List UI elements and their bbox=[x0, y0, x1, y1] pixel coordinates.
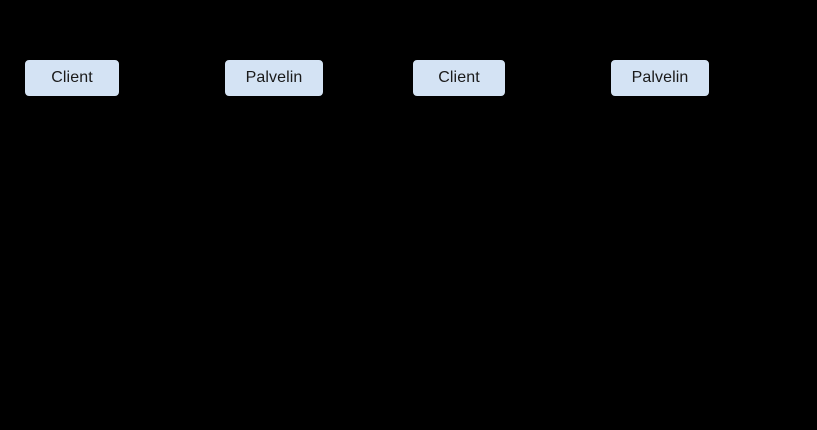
participant-box-2[interactable]: Palvelin bbox=[225, 60, 323, 96]
participant-box-1[interactable]: Client bbox=[25, 60, 119, 96]
participant-label-4: Palvelin bbox=[631, 69, 689, 86]
participant-label-2: Palvelin bbox=[245, 69, 303, 86]
participant-label-1: Client bbox=[51, 69, 93, 86]
participant-box-4[interactable]: Palvelin bbox=[611, 60, 709, 96]
participant-label-3: Client bbox=[438, 69, 480, 86]
participant-box-3[interactable]: Client bbox=[413, 60, 505, 96]
